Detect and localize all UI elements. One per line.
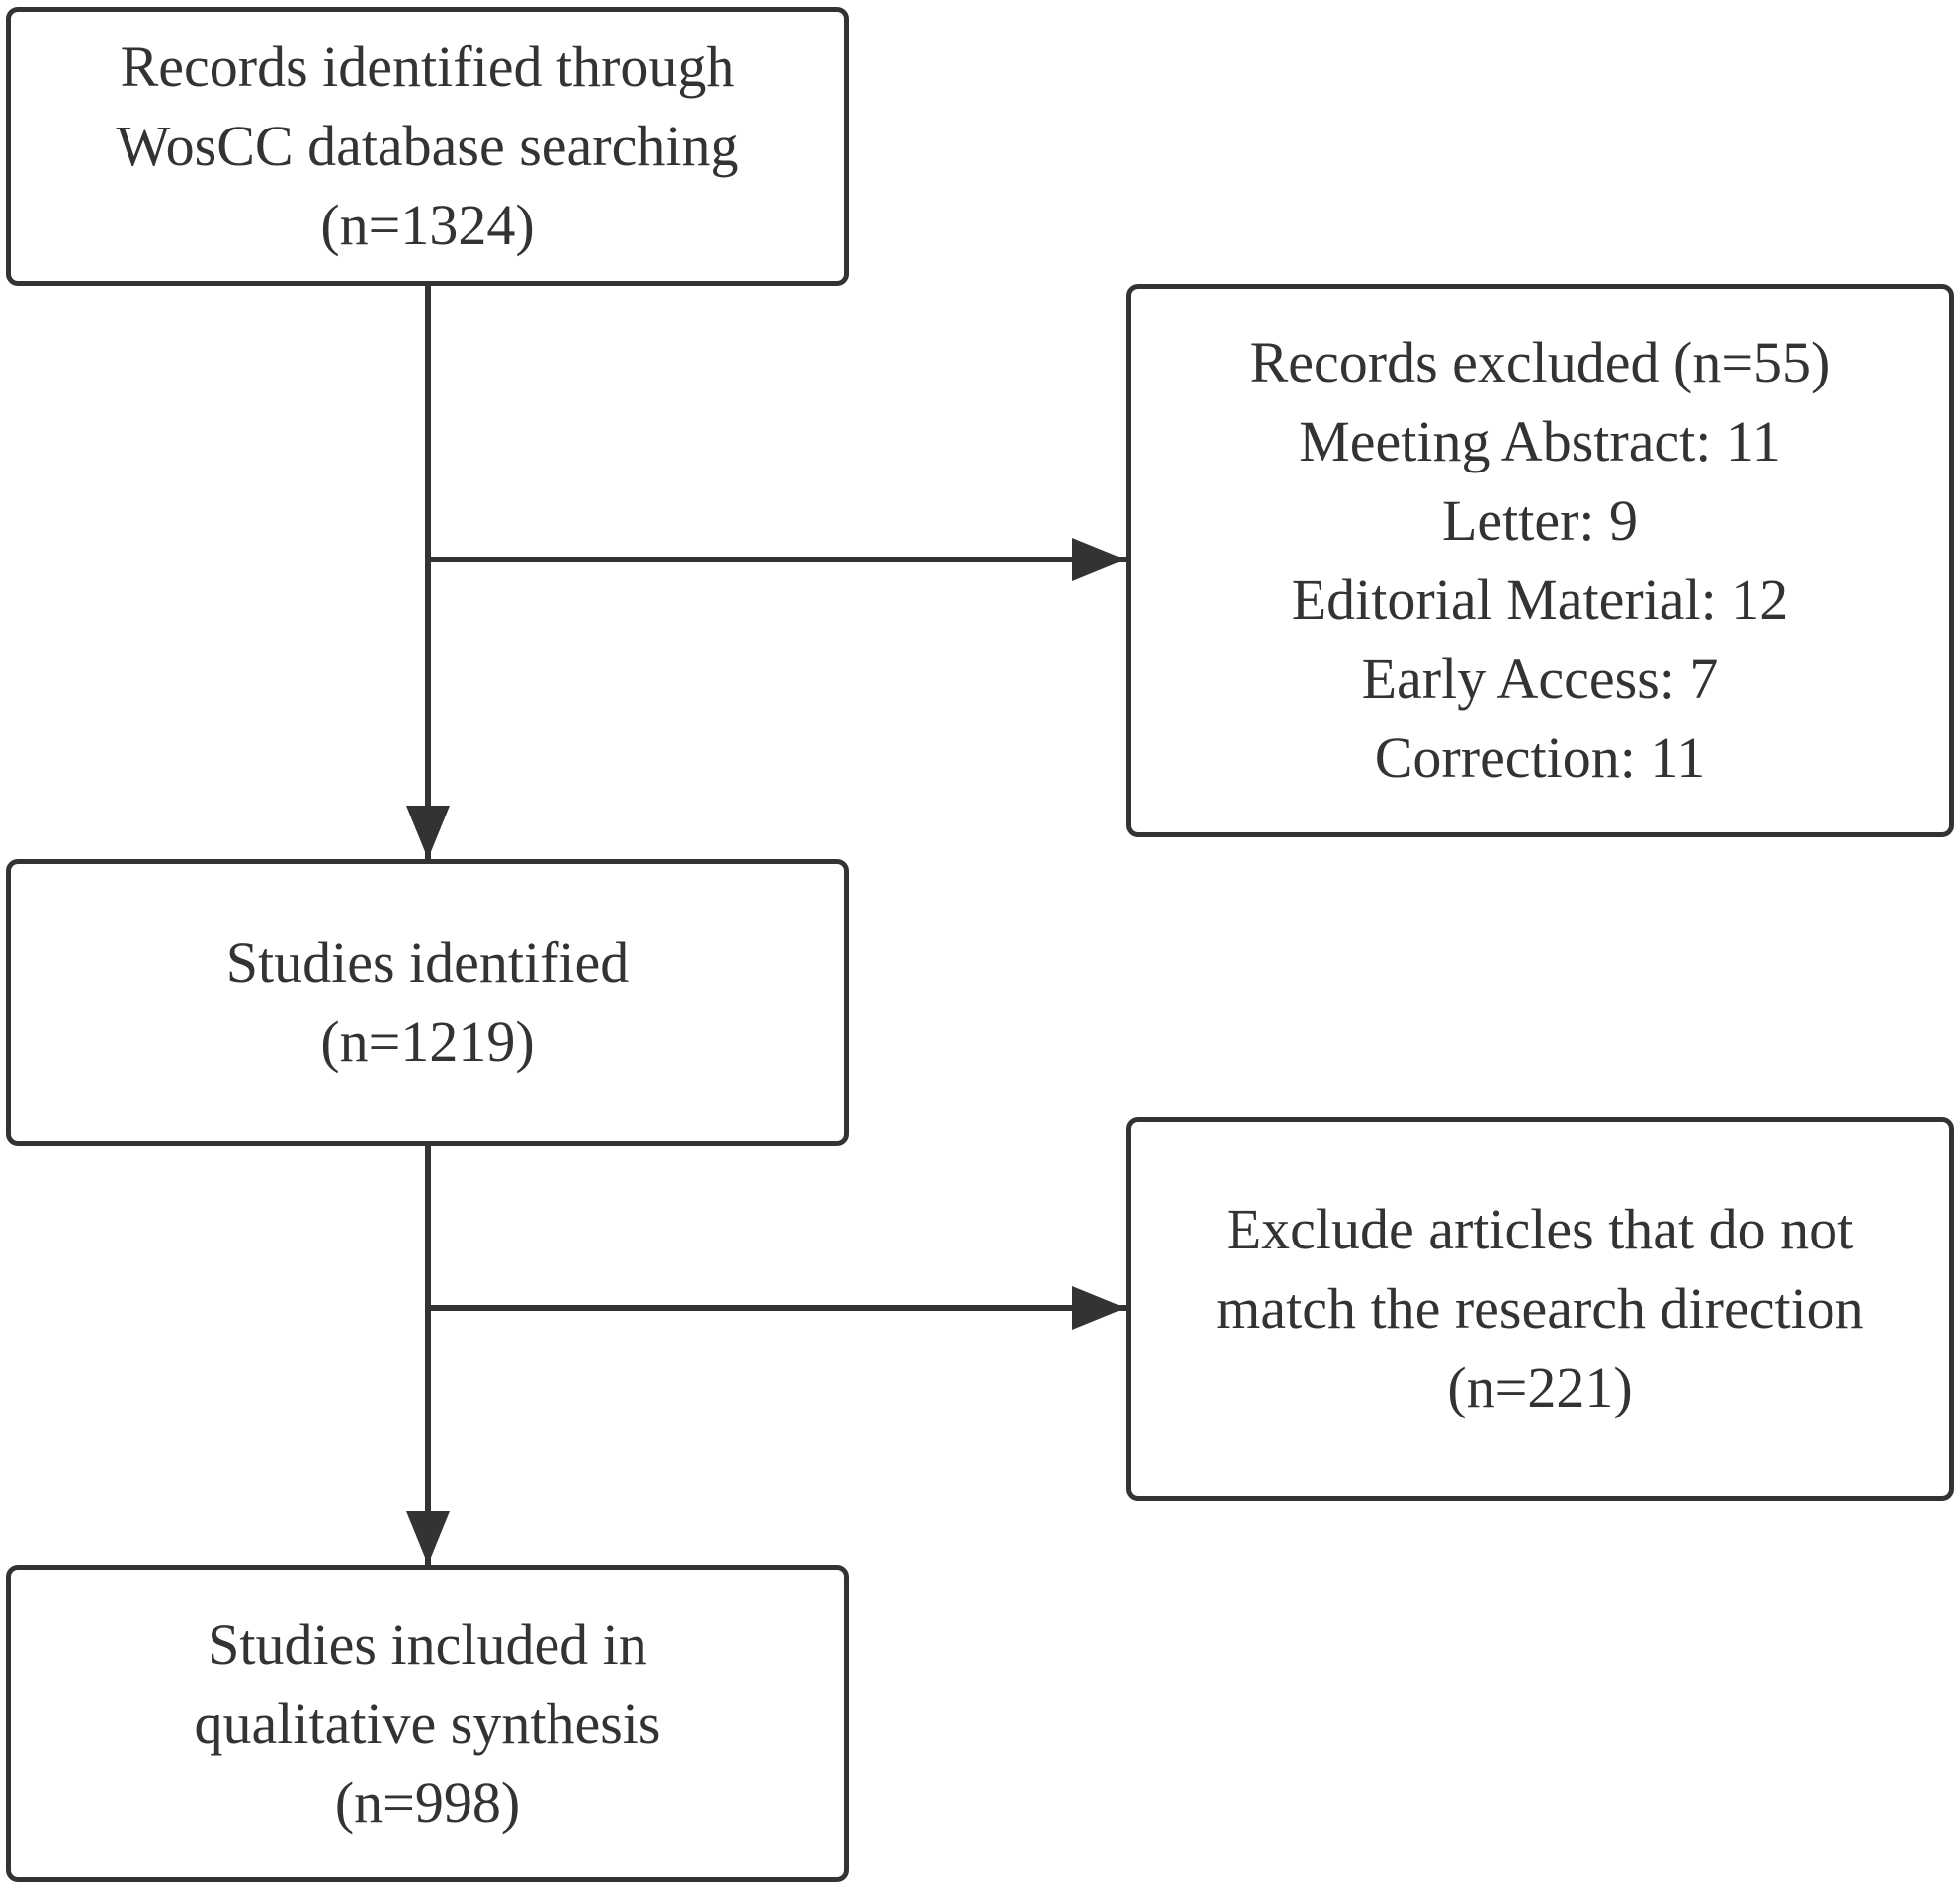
records-excluded-early-access: Early Access: 7 (1361, 646, 1719, 711)
records-excluded-box: Records excluded (n=55) Meeting Abstract… (1126, 284, 1954, 837)
exclude-articles-box: Exclude articles that do not match the r… (1126, 1117, 1954, 1501)
records-identified-box: Records identified through WosCC databas… (6, 7, 849, 286)
records-excluded-meeting-abstract: Meeting Abstract: 11 (1299, 409, 1781, 473)
exclude-articles-line-2: match the research direction (1216, 1276, 1864, 1340)
records-identified-line-1: Records identified through (120, 35, 735, 99)
records-excluded-editorial-material: Editorial Material: 12 (1291, 567, 1789, 632)
studies-included-count: (n=998) (334, 1769, 521, 1835)
studies-included-box: Studies included in qualitative synthesi… (6, 1565, 849, 1882)
records-identified-count: (n=1324) (320, 193, 535, 257)
studies-included-line-2: qualitative synthesis (194, 1690, 661, 1756)
records-identified-line-2: WosCC database searching (116, 114, 739, 178)
records-excluded-letter: Letter: 9 (1441, 488, 1639, 553)
studies-identified-line-1: Studies identified (225, 930, 630, 994)
studies-identified-box: Studies identified (n=1219) (6, 859, 849, 1146)
exclude-articles-line-1: Exclude articles that do not (1226, 1197, 1854, 1261)
studies-included-line-1: Studies included in (208, 1611, 647, 1676)
studies-identified-count: (n=1219) (320, 1009, 535, 1073)
exclude-articles-count: (n=221) (1447, 1355, 1633, 1419)
records-excluded-correction: Correction: 11 (1374, 726, 1706, 790)
records-excluded-title: Records excluded (n=55) (1249, 330, 1831, 394)
